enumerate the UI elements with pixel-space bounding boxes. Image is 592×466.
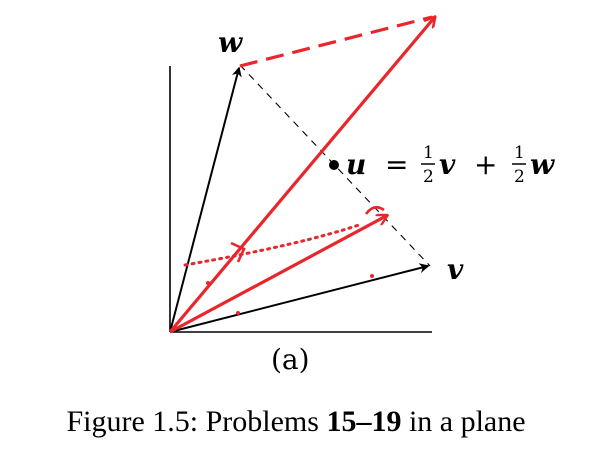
red-tick-w <box>206 281 210 285</box>
caption-prefix: Figure 1.5: Problems <box>66 405 327 438</box>
red-tick-v-2 <box>370 274 374 278</box>
red-dashed-segment <box>239 15 433 68</box>
red-arrowhead-small <box>230 241 246 263</box>
vector-v <box>169 263 430 333</box>
red-tick-v-1 <box>236 311 240 315</box>
figure-caption: Figure 1.5: Problems 15–19 in a plane <box>0 405 592 439</box>
fraction-2-numerator: 1 <box>514 143 525 163</box>
panel-label: (a) <box>271 343 310 376</box>
caption-problem-range: 15–19 <box>326 405 402 438</box>
red-dotted-segment <box>183 222 364 267</box>
label-w-in-equation: w <box>530 148 555 181</box>
caption-suffix: in a plane <box>401 405 526 438</box>
fraction-2-denominator: 2 <box>514 167 525 187</box>
fraction-1-numerator: 1 <box>423 143 434 163</box>
vector-w <box>169 66 242 333</box>
label-w: w <box>218 26 243 59</box>
label-u: u <box>346 148 366 181</box>
vector-v-plus-w <box>168 18 434 334</box>
vector-red-medium <box>169 216 386 334</box>
plus-sign: + <box>474 148 497 181</box>
equals-sign: = <box>385 148 408 181</box>
label-v: v <box>447 253 464 286</box>
label-v-in-equation: v <box>439 148 456 181</box>
fraction-1-denominator: 2 <box>423 167 434 187</box>
midpoint-u-dot <box>329 160 339 170</box>
red-arrowhead-curl <box>364 205 385 215</box>
